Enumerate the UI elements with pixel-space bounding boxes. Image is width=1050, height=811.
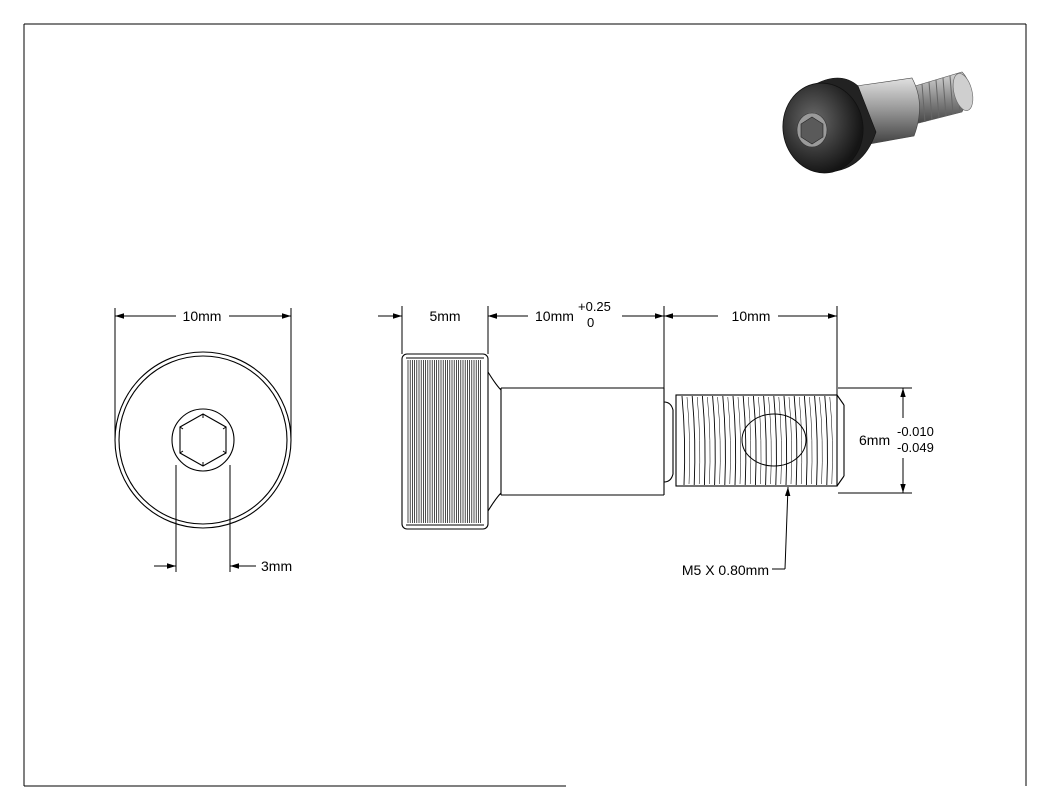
isometric-render <box>782 71 974 174</box>
hex-socket-label: 3mm <box>261 558 292 574</box>
dim-thread-length: 10mm <box>664 306 838 395</box>
diameter-tol-lower: -0.049 <box>897 440 934 455</box>
dim-shoulder-diameter: 6mm -0.010 -0.049 <box>838 387 934 494</box>
dim-hex-socket: 3mm <box>154 465 292 574</box>
sheet-border <box>23 23 1027 787</box>
shoulder-diameter-label: 6mm <box>859 432 890 448</box>
shoulder-tol-lower: 0 <box>587 315 594 330</box>
side-view <box>401 353 845 530</box>
head-diameter-label: 10mm <box>183 308 222 324</box>
shoulder-tol-upper: +0.25 <box>578 299 611 314</box>
thread-callout: M5 X 0.80mm <box>682 486 791 578</box>
shoulder <box>500 387 665 496</box>
dim-head-length: 5mm <box>378 306 512 354</box>
dim-shoulder-length: 10mm +0.25 0 <box>488 299 665 388</box>
head-length-label: 5mm <box>429 308 460 324</box>
front-view <box>114 351 292 529</box>
threaded-section <box>675 394 845 487</box>
thread-length-label: 10mm <box>732 308 771 324</box>
diameter-tol-upper: -0.010 <box>897 424 934 439</box>
shoulder-length-label: 10mm <box>535 308 574 324</box>
thread-callout-label: M5 X 0.80mm <box>682 562 769 578</box>
knurled-head <box>401 353 489 530</box>
dim-head-diameter: 10mm <box>114 308 292 440</box>
undercut <box>663 401 674 483</box>
